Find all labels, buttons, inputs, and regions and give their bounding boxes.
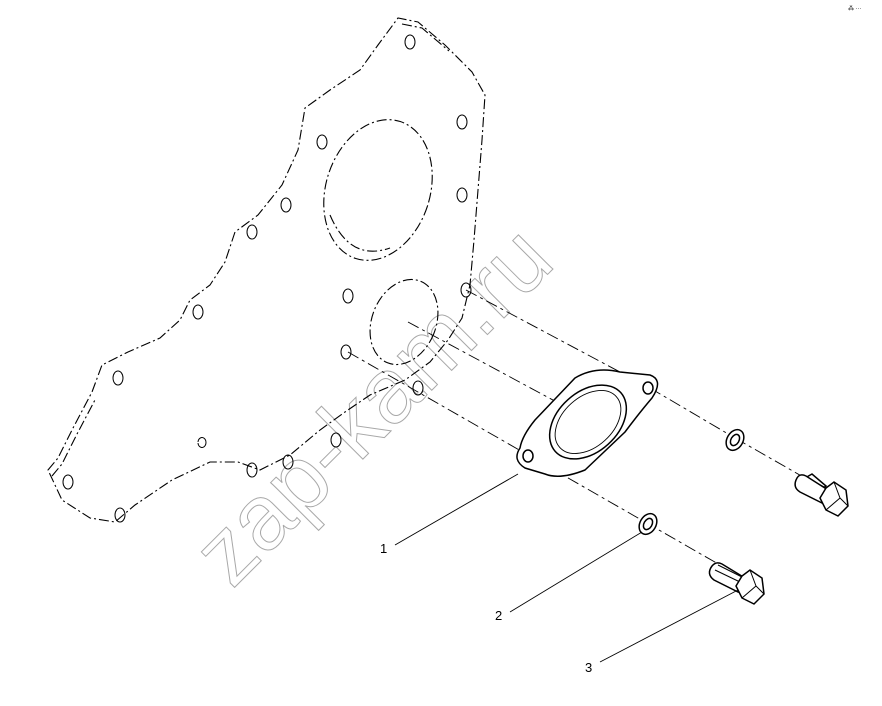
hex-bolt-part-3-upper [794, 473, 849, 517]
gasket-plate-part-1 [516, 369, 659, 477]
callout-1-label: 1 [380, 541, 387, 556]
cover-bolt-holes [62, 34, 472, 523]
callout-leader-lines [394, 473, 739, 663]
corner-mark: ⁂ ··· [848, 6, 862, 12]
gear-housing-cover [47, 17, 486, 523]
hex-bolt-part-3-lower [708, 562, 765, 605]
watermark-text: zap-kam.ru [174, 207, 571, 604]
callout-2-label: 2 [495, 608, 502, 623]
callout-3-label: 3 [585, 660, 592, 675]
washer-part-2 [638, 428, 745, 536]
